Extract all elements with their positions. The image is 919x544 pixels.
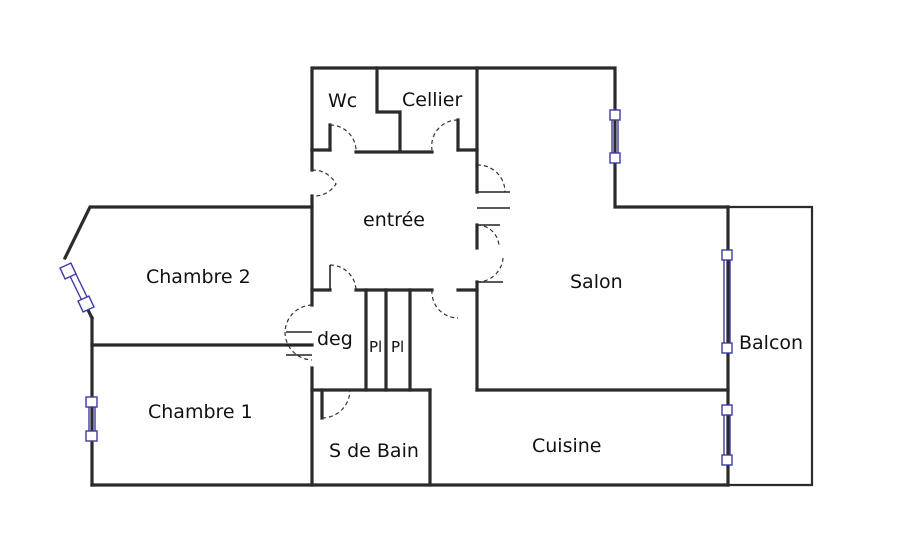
room-label-placard-1: Pl — [369, 338, 382, 356]
windows — [59, 109, 733, 466]
doors — [284, 119, 510, 419]
room-label-chambre-1: Chambre 1 — [148, 401, 253, 423]
room-label-balcon: Balcon — [739, 332, 803, 354]
room-label-sdb: S de Bain — [329, 440, 419, 462]
room-label-entree: entrée — [363, 209, 425, 231]
room-label-cuisine: Cuisine — [532, 435, 602, 457]
room-label-deg: deg — [317, 328, 353, 350]
room-labels: Wc Cellier entrée Chambre 2 Salon deg Pl… — [146, 89, 803, 462]
room-label-chambre-2: Chambre 2 — [146, 266, 251, 288]
room-label-cellier: Cellier — [402, 89, 462, 111]
room-label-placard-2: Pl — [391, 338, 404, 356]
room-label-wc: Wc — [328, 90, 357, 112]
walls — [62, 66, 814, 487]
room-label-salon: Salon — [570, 271, 623, 293]
